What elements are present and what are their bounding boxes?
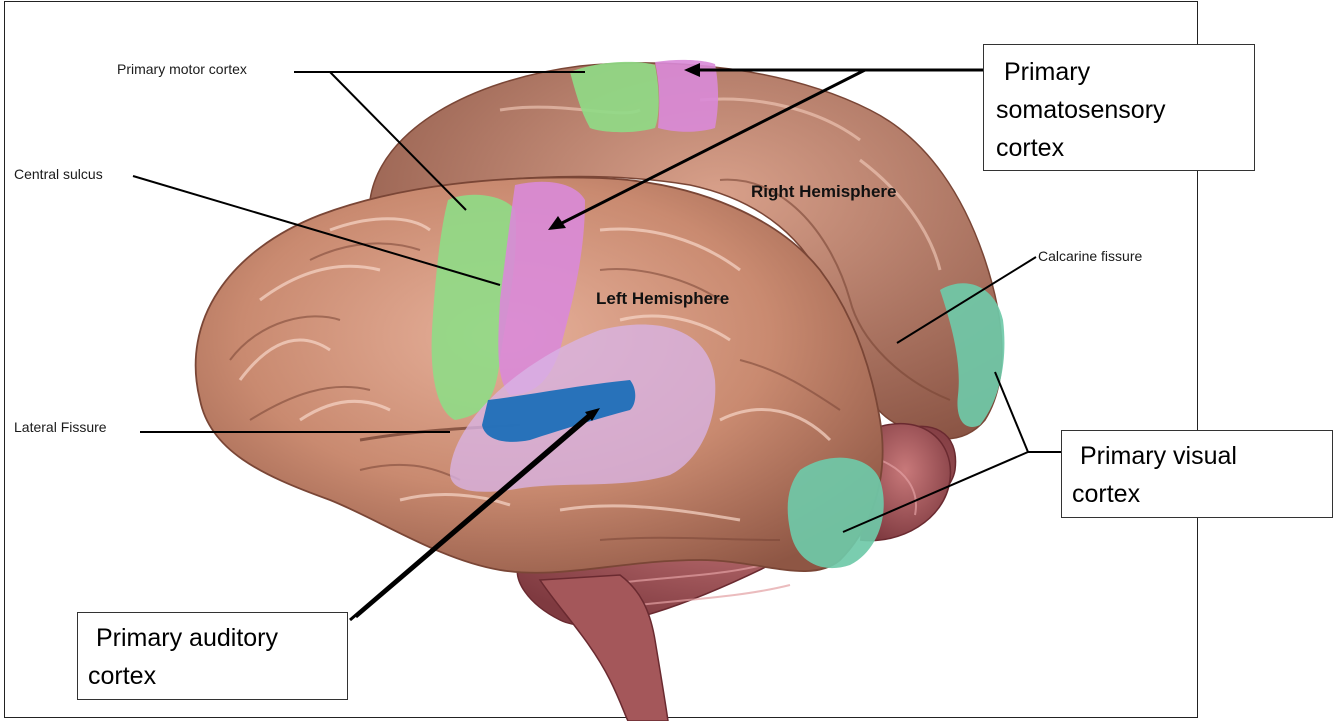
callout-visual: Primary visual cortex: [1061, 430, 1333, 518]
callout-somatosensory-line2: somatosensory: [996, 96, 1166, 124]
label-lateral-fissure: Lateral Fissure: [14, 419, 107, 435]
callout-visual-line1: Primary visual: [1080, 442, 1237, 470]
brain-stem: [538, 574, 669, 721]
label-left-hemisphere: Left Hemisphere: [596, 289, 730, 308]
visual-cortex-right: [940, 283, 1005, 427]
motor-cortex-left: [431, 194, 517, 420]
visual-cortex-left: [787, 457, 884, 569]
callout-auditory-line2: cortex: [88, 662, 157, 690]
callout-somatosensory-line1: Primary: [1004, 58, 1091, 86]
callout-auditory: Primary auditory cortex: [77, 612, 348, 700]
label-right-hemisphere: Right Hemisphere: [751, 182, 897, 201]
callout-auditory-line1: Primary auditory: [96, 624, 278, 652]
callout-somatosensory-line3: cortex: [996, 134, 1065, 162]
label-primary-motor-cortex: Primary motor cortex: [117, 61, 247, 77]
label-calcarine-fissure: Calcarine fissure: [1038, 248, 1143, 264]
motor-cortex-right: [570, 61, 659, 133]
auditory-cortex: [482, 380, 636, 442]
somatosensory-cortex-right: [655, 59, 719, 132]
callout-visual-line2: cortex: [1072, 480, 1141, 508]
somatosensory-cortex-left: [498, 181, 585, 395]
callout-somatosensory: Primary somatosensory cortex: [983, 44, 1255, 171]
right-hemisphere-medial: [719, 178, 951, 401]
label-central-sulcus: Central sulcus: [14, 166, 103, 182]
